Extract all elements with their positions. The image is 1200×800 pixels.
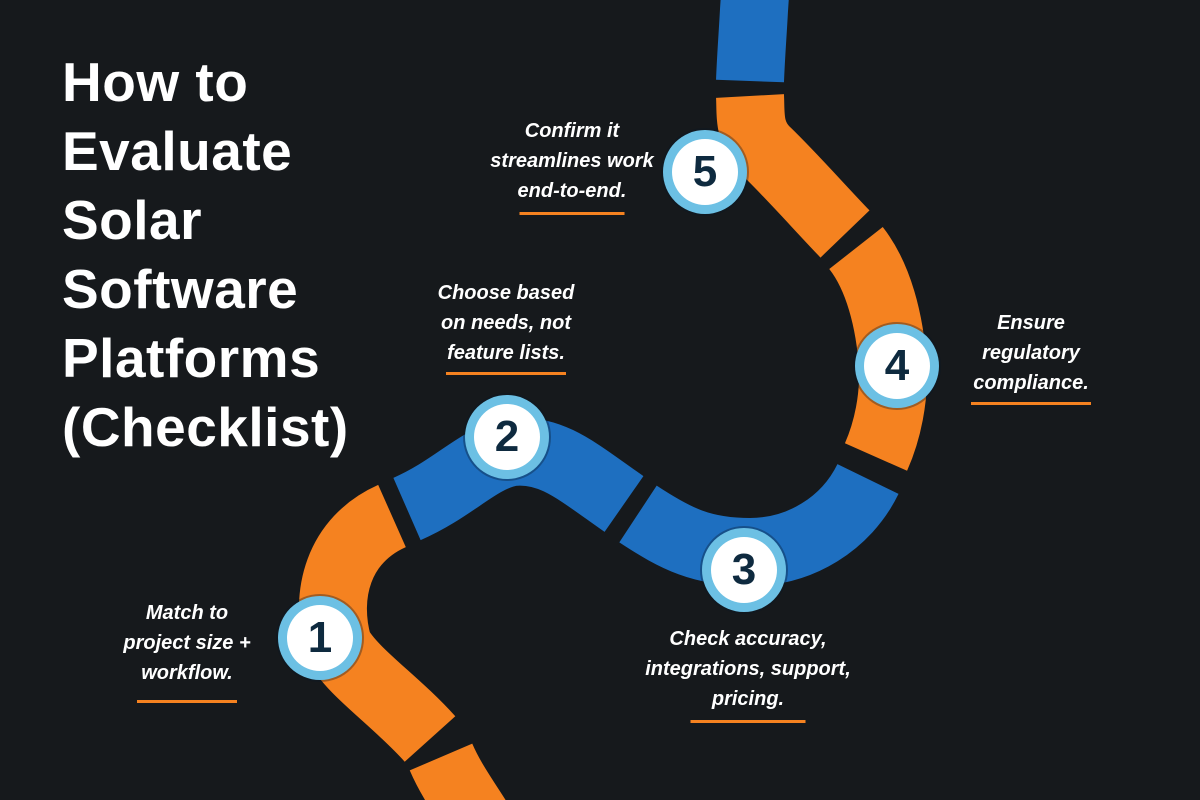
step-5-label-line-1: Confirm it xyxy=(524,120,620,142)
title-line-5: Platforms xyxy=(62,327,321,389)
step-3-label: Check accuracy, integrations, support, p… xyxy=(645,624,851,714)
step-2-label: Choose based on needs, not feature lists… xyxy=(438,278,575,368)
title-line-6: (Checklist) xyxy=(62,396,349,458)
step-3-label-line-1: Check accuracy, xyxy=(669,628,827,650)
step-1-underline xyxy=(137,700,237,703)
step-4-label-line-3: compliance. xyxy=(973,372,1089,394)
step-1-marker: 1 xyxy=(278,596,362,680)
step-2-marker: 2 xyxy=(465,395,549,479)
step-5-underline xyxy=(519,212,625,215)
step-3-underline xyxy=(690,720,806,723)
step-5-number: 5 xyxy=(672,139,738,205)
step-4-label-line-1: Ensure xyxy=(997,312,1065,334)
step-3-marker: 3 xyxy=(702,528,786,612)
title-line-4: Software xyxy=(62,258,299,320)
road-segment-step5 xyxy=(716,94,870,258)
step-4-number: 4 xyxy=(864,333,930,399)
title-line-3: Solar xyxy=(62,189,203,251)
title-line-2: Evaluate xyxy=(62,120,293,182)
step-4-marker: 4 xyxy=(855,324,939,408)
step-1-label-line-3: workflow. xyxy=(141,662,233,684)
step-2-label-line-2: on needs, not xyxy=(440,312,571,334)
step-4-label-line-2: regulatory xyxy=(982,342,1080,364)
step-5-label: Confirm it streamlines work end-to-end. xyxy=(490,116,653,206)
step-4-label: Ensure regulatory compliance. xyxy=(973,308,1089,398)
step-2-label-line-3: feature lists. xyxy=(447,342,565,364)
step-1-label-line-1: Match to xyxy=(145,602,229,624)
step-2-number: 2 xyxy=(474,404,540,470)
step-3-number: 3 xyxy=(711,537,777,603)
step-5-label-line-3: end-to-end. xyxy=(517,180,627,202)
page-title: How to Evaluate Solar Software Platforms… xyxy=(62,48,349,462)
road-segment-top xyxy=(716,0,789,83)
step-5-label-line-2: streamlines work xyxy=(490,150,654,172)
step-1-number: 1 xyxy=(287,605,353,671)
step-1-label-line-2: project size + xyxy=(123,632,251,654)
step-4-underline xyxy=(971,402,1091,405)
road-segment-bottom xyxy=(409,743,506,800)
step-3-label-line-2: integrations, support, xyxy=(645,658,851,680)
title-line-1: How to xyxy=(62,51,249,113)
step-2-underline xyxy=(446,372,566,375)
step-1-label: Match to project size + workflow. xyxy=(123,598,250,688)
step-3-label-line-3: pricing. xyxy=(711,688,785,710)
step-2-label-line-1: Choose based xyxy=(437,282,575,304)
step-5-marker: 5 xyxy=(663,130,747,214)
